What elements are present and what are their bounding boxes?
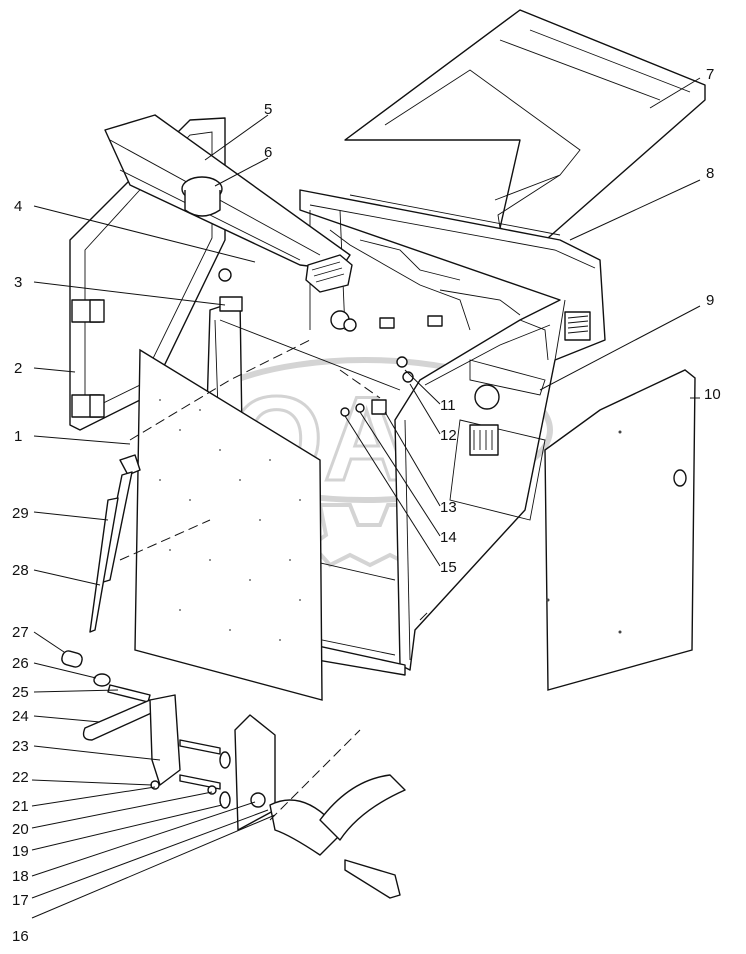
callout-11: 11 xyxy=(440,397,456,414)
callout-21: 21 xyxy=(12,798,29,815)
switch-block xyxy=(305,254,353,293)
callout-18: 18 xyxy=(12,868,29,885)
overhead-console xyxy=(104,114,351,271)
callout-28: 28 xyxy=(12,562,29,579)
callout-13: 13 xyxy=(440,499,457,516)
callout-19: 19 xyxy=(12,843,29,860)
callout-6: 6 xyxy=(264,144,272,161)
callout-1: 1 xyxy=(14,428,22,445)
callout-14: 14 xyxy=(440,529,457,546)
handle-hardware xyxy=(61,650,406,899)
small-hardware xyxy=(218,268,500,456)
glass-dots xyxy=(159,399,301,641)
callout-29: 29 xyxy=(12,505,29,522)
callout-26: 26 xyxy=(12,655,29,672)
callout-12: 12 xyxy=(440,427,457,444)
callout-2: 2 xyxy=(14,360,22,377)
callout-5: 5 xyxy=(264,101,272,118)
door-glass xyxy=(544,369,696,691)
wiper-assembly xyxy=(89,454,141,633)
callout-20: 20 xyxy=(12,821,29,838)
callout-23: 23 xyxy=(12,738,29,755)
callout-17: 17 xyxy=(12,892,29,909)
callout-25: 25 xyxy=(12,684,29,701)
callout-16: 16 xyxy=(12,928,29,945)
leader-lines xyxy=(31,77,701,919)
callout-4: 4 xyxy=(14,198,22,215)
rear-glass xyxy=(134,348,323,701)
roof-panel xyxy=(344,9,706,246)
callout-8: 8 xyxy=(706,165,714,182)
callout-24: 24 xyxy=(12,708,29,725)
callout-7: 7 xyxy=(706,66,714,83)
callout-3: 3 xyxy=(14,274,22,291)
callout-10: 10 xyxy=(704,386,721,403)
callout-22: 22 xyxy=(12,769,29,786)
dashed-guide-lines xyxy=(119,339,431,821)
callout-27: 27 xyxy=(12,624,29,641)
callout-9: 9 xyxy=(706,292,714,309)
callouts: 1 2 3 4 5 6 7 8 9 10 11 12 13 14 15 16 1… xyxy=(12,66,721,945)
callout-15: 15 xyxy=(440,559,457,576)
